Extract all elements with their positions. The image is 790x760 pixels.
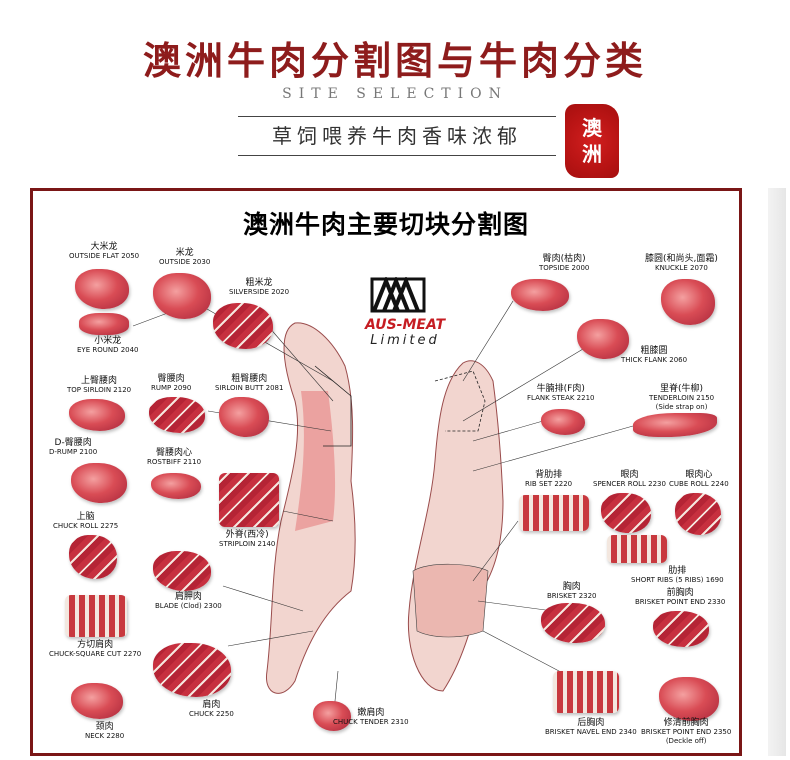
label-flank-steak: 牛腩排(F肉)FLANK STEAK 2210 (527, 384, 595, 403)
seal-char-2: 洲 (582, 142, 602, 166)
meat-chuck-roll (69, 535, 117, 579)
meat-brisket-point-end-deckle-off (659, 677, 719, 721)
meat-brisket-point-end (653, 611, 709, 647)
red-seal-stamp: 澳 洲 (565, 104, 619, 178)
meat-d-rump (71, 463, 127, 503)
meat-rump (149, 397, 205, 433)
meat-chuck (153, 643, 231, 697)
meat-eye-round (79, 313, 129, 335)
meat-thick-flank (577, 319, 629, 359)
beef-cut-chart: 澳洲牛肉主要切块分割图 (30, 188, 742, 756)
meat-short-ribs (607, 535, 667, 563)
meat-brisket (541, 603, 605, 643)
meat-chuck-tender (313, 701, 351, 731)
meat-rib-set (519, 495, 589, 531)
meat-brisket-navel-end (553, 671, 619, 713)
meat-top-sirloin (69, 399, 125, 431)
label-striploin: 外脊(西冷)STRIPLOIN 2140 (219, 530, 276, 549)
chart-title: 澳洲牛肉主要切块分割图 (242, 210, 529, 239)
meat-topside (511, 279, 569, 311)
aus-meat-logo: AUS-MEAT Limited (365, 275, 446, 348)
meat-striploin (219, 473, 279, 527)
carcass-illustration (132, 300, 634, 722)
meat-silverside (213, 303, 273, 349)
meat-outside-flat (75, 269, 129, 309)
logo-sub: Limited (370, 333, 440, 348)
meat-neck (71, 683, 123, 719)
seal-char-1: 澳 (582, 116, 602, 140)
tagline: 草饲喂养牛肉香味浓郁 (238, 116, 556, 156)
meat-rostbiff (151, 473, 201, 499)
meat-knuckle (661, 279, 715, 325)
label-topside: 臀肉(枯肉)TOPSIDE 2000 (539, 254, 590, 273)
meat-outside (153, 273, 211, 319)
page-subtitle: SITE SELECTION (282, 86, 508, 102)
page-title: 澳洲牛肉分割图与牛肉分类 (142, 38, 647, 83)
label-knuckle: 膝圆(和尚头,面霜)KNUCKLE 2070 (645, 254, 718, 273)
right-carcass (407, 360, 504, 692)
meat-blade (153, 551, 211, 591)
meat-sirloin-butt (219, 397, 269, 437)
meat-chuck-square-cut (65, 595, 127, 637)
meat-flank-steak (541, 409, 585, 435)
side-stripe (768, 188, 786, 756)
meat-spencer-roll (601, 493, 651, 533)
aus-meat-emblem-icon (370, 275, 426, 313)
logo-name: AUS-MEAT (365, 317, 446, 333)
label-tenderloin: 里脊(牛柳)TENDERLOIN 2150(Side strap on) (649, 384, 715, 412)
meat-cube-roll (675, 493, 721, 535)
